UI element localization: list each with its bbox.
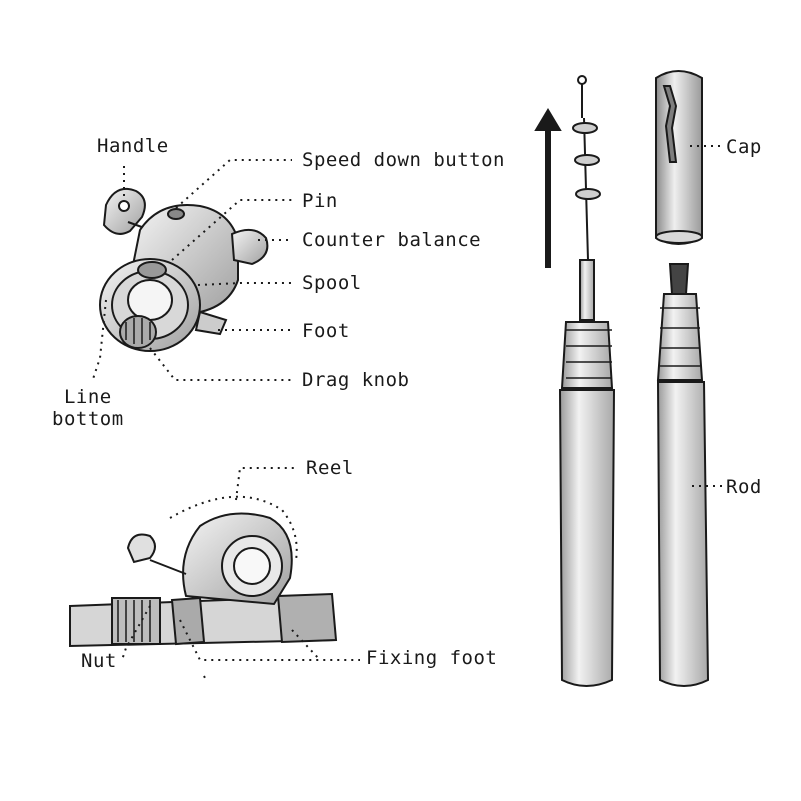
extended-rod [534, 75, 616, 687]
cap [655, 70, 703, 245]
rod-reel-assembly [69, 512, 338, 648]
label-reel: Reel [306, 457, 354, 479]
leader-lines-right [690, 145, 722, 487]
label-foot: Foot [302, 320, 350, 342]
cap-and-rod [655, 70, 710, 687]
assembly-fixing-foot [170, 596, 206, 646]
label-handle: Handle [97, 135, 169, 157]
label-line-bottom: Line bottom [52, 386, 124, 430]
collapsed-rod-body [656, 381, 710, 687]
extended-rod-body [558, 389, 616, 687]
label-cap: Cap [726, 136, 762, 158]
assembly-nut [111, 597, 161, 645]
reel-foot [194, 310, 228, 336]
label-drag-knob: Drag knob [302, 369, 410, 391]
reel-illustration [99, 187, 269, 352]
leader-lines-top [91, 159, 292, 383]
label-counter-balance: Counter balance [302, 229, 482, 251]
reel-pin [167, 208, 185, 220]
label-rod: Rod [726, 476, 762, 498]
label-pin: Pin [302, 190, 338, 212]
label-fixing-foot: Fixing foot [366, 647, 498, 669]
leader-lines-bottom [121, 467, 360, 681]
label-nut: Nut [81, 650, 117, 672]
reel-drag-knob [119, 315, 157, 349]
cap-clip [662, 85, 678, 163]
label-speed-down-button: Speed down button [302, 149, 505, 171]
label-spool: Spool [302, 272, 362, 294]
reel-counter-balance [230, 228, 269, 266]
